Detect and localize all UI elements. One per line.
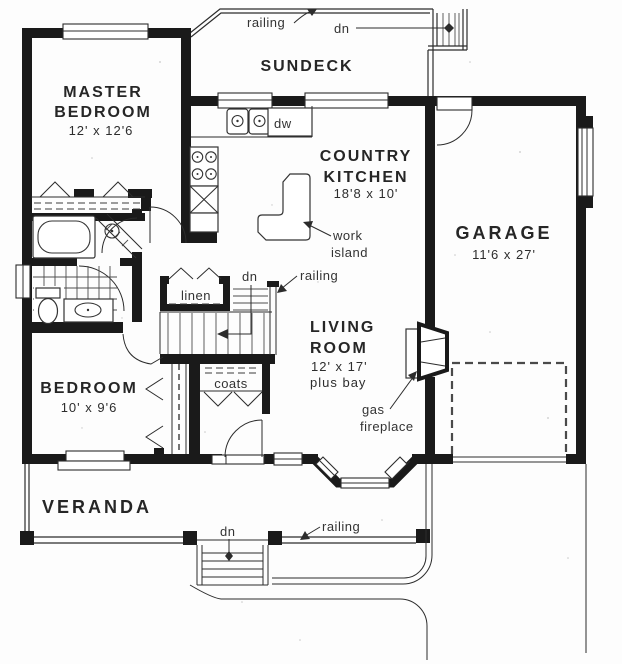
bay-windows <box>315 456 411 489</box>
label-stairs-railing: railing <box>300 268 338 283</box>
bathroom-door <box>101 217 138 254</box>
stair-dn-leader <box>217 285 252 339</box>
veranda-dn-leader <box>225 539 233 561</box>
label-stairs-dn: dn <box>242 269 257 284</box>
veranda-railing-leader <box>300 526 321 540</box>
label-linen: linen <box>181 288 211 303</box>
stair-hall <box>145 267 298 454</box>
label-sundeck-railing: railing <box>247 15 285 30</box>
refrigerator <box>189 185 219 214</box>
label-garage-dims: 11'6 x 27' <box>472 247 536 262</box>
sundeck-railing-leader <box>293 9 317 24</box>
work-island <box>257 173 311 241</box>
kitchen-sink <box>226 108 271 135</box>
label-coats: coats <box>214 376 248 391</box>
work-island-leader <box>303 221 332 237</box>
kitchen-cabinet <box>189 212 219 233</box>
labels: railing dn SUNDECK MASTER BEDROOM 12' x … <box>40 15 552 539</box>
kitchen-window <box>217 92 273 109</box>
label-kitchen-dims: 18'8 x 10' <box>334 186 399 201</box>
stove <box>189 146 219 187</box>
label-veranda-dn: dn <box>220 524 235 539</box>
dishwasher <box>267 107 313 137</box>
label-sundeck: SUNDECK <box>260 58 353 75</box>
label-fireplace-1: gas <box>362 402 384 417</box>
walkway-path <box>189 584 428 660</box>
label-work-island-2: island <box>331 245 368 260</box>
fireplace-leader <box>389 371 417 410</box>
bathtub <box>32 215 96 259</box>
future-space-dashed <box>450 361 568 454</box>
bedroom-closet <box>145 364 187 454</box>
garage-side-window <box>576 116 594 208</box>
front-door <box>211 419 265 465</box>
label-master-bedroom-2: BEDROOM <box>54 104 152 121</box>
linen-closet <box>160 267 230 311</box>
label-bedroom: BEDROOM <box>40 380 138 397</box>
bathroom-fixtures <box>32 213 143 325</box>
doors <box>78 96 473 465</box>
label-kitchen-2: KITCHEN <box>323 169 408 186</box>
label-veranda-railing: railing <box>322 519 360 534</box>
label-work-island-1: work <box>332 228 362 243</box>
gas-fireplace <box>405 321 449 382</box>
walkway-landing <box>272 464 433 585</box>
bathroom-vanity <box>63 298 114 323</box>
master-closet <box>31 181 145 210</box>
label-dw: dw <box>274 116 292 131</box>
veranda-railing <box>20 529 430 545</box>
label-sundeck-dn: dn <box>334 21 349 36</box>
bathroom-window <box>15 264 31 299</box>
bedroom-window <box>57 450 131 471</box>
label-veranda: VERANDA <box>42 497 152 517</box>
master-bedroom-door <box>149 206 187 244</box>
windows <box>15 23 594 489</box>
label-fireplace-2: fireplace <box>360 419 414 434</box>
label-bedroom-dims: 10' x 9'6 <box>61 400 118 415</box>
veranda-steps <box>196 545 269 586</box>
coats-closet <box>200 367 263 407</box>
label-garage: GARAGE <box>455 223 552 243</box>
kitchen-fixtures <box>189 106 332 241</box>
toilet <box>34 286 64 325</box>
bathroom-inner-door <box>78 265 125 312</box>
front-window <box>273 452 303 466</box>
corner-vanity <box>95 213 143 259</box>
garage-details <box>389 321 568 463</box>
label-master-bedroom-dims: 12' x 12'6 <box>69 123 134 138</box>
stair-railing-leader <box>277 275 298 293</box>
garage-entry-door <box>436 96 473 146</box>
sundeck-stairs <box>427 9 468 96</box>
sundeck-dn-leader <box>356 23 454 33</box>
garage-door-opening <box>453 455 566 463</box>
bedroom-door <box>122 333 164 365</box>
veranda-left-edge <box>24 464 30 531</box>
kitchen-window-2 <box>304 92 389 109</box>
label-living-2: ROOM <box>310 340 368 357</box>
label-living-dims: 12' x 17' <box>311 359 368 374</box>
staircase <box>159 281 279 355</box>
label-living-1: LIVING <box>310 319 375 336</box>
label-living-dims2: plus bay <box>310 375 366 390</box>
label-master-bedroom-1: MASTER <box>63 84 143 101</box>
label-kitchen-1: COUNTRY <box>320 148 413 165</box>
master-bedroom-window <box>62 23 149 40</box>
veranda-site <box>20 464 587 660</box>
sundeck-deck <box>189 8 468 96</box>
